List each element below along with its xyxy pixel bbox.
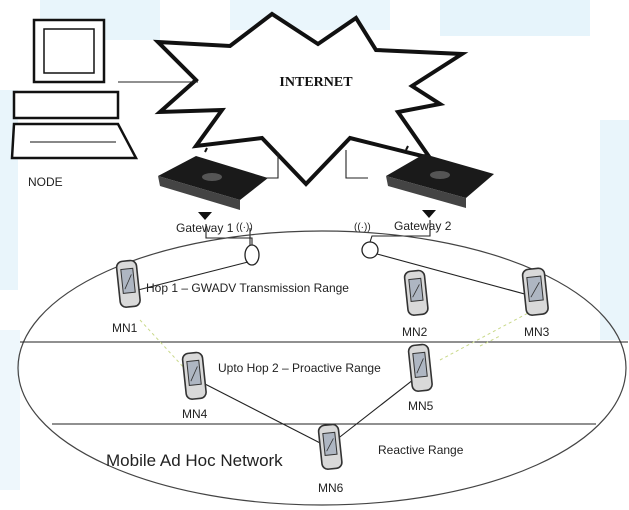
mn1-device-icon — [115, 259, 141, 308]
mn5-device-icon — [407, 343, 433, 392]
gateway-1-router-icon — [158, 147, 268, 220]
gateway-1-label: Gateway 1 — [176, 221, 234, 235]
mn3-device-icon — [521, 267, 549, 316]
link-mn2-mn3-faint — [479, 335, 501, 347]
hop1-range-label: Hop 1 – GWADV Transmission Range — [146, 281, 349, 295]
manet-boundary — [17, 230, 627, 506]
link-gw2-mn3 — [376, 253, 533, 297]
mn3-label: MN3 — [524, 325, 550, 339]
mn6-device-icon — [317, 423, 343, 470]
gateway-2-label: Gateway 2 — [394, 219, 452, 233]
internet-label: INTERNET — [279, 75, 353, 90]
mn5-label: MN5 — [408, 399, 434, 413]
node-label: NODE — [28, 175, 63, 189]
mn4-device-icon — [181, 351, 207, 400]
antenna-1-icon: ((·)) — [236, 222, 253, 233]
network-label: Mobile Ad Hoc Network — [106, 451, 283, 470]
link-gw1-mn1 — [137, 261, 249, 291]
gateway-2-router-icon — [386, 145, 494, 218]
link-mn6-mn5 — [335, 375, 419, 441]
gateway-2-internet-link — [345, 150, 368, 179]
mn4-label: MN4 — [182, 407, 208, 421]
link-mn5-mn3 — [439, 311, 531, 361]
gateway-1-internet-link — [262, 152, 279, 179]
mn2-label: MN2 — [402, 325, 428, 339]
computer-icon — [10, 18, 139, 160]
reactive-range-label: Reactive Range — [378, 443, 464, 457]
mn2-device-icon — [403, 269, 429, 316]
gateway-2-access-point — [361, 241, 379, 259]
link-mn4-mn6 — [204, 383, 327, 447]
antenna-2-icon: ((·)) — [354, 222, 371, 233]
internet-cloud — [152, 11, 469, 187]
mn1-label: MN1 — [112, 321, 138, 335]
mn6-label: MN6 — [318, 481, 344, 495]
link-mn1-mn4 — [139, 319, 187, 371]
hop2-range-label: Upto Hop 2 – Proactive Range — [218, 361, 381, 375]
gateway-1-access-point — [244, 244, 260, 266]
